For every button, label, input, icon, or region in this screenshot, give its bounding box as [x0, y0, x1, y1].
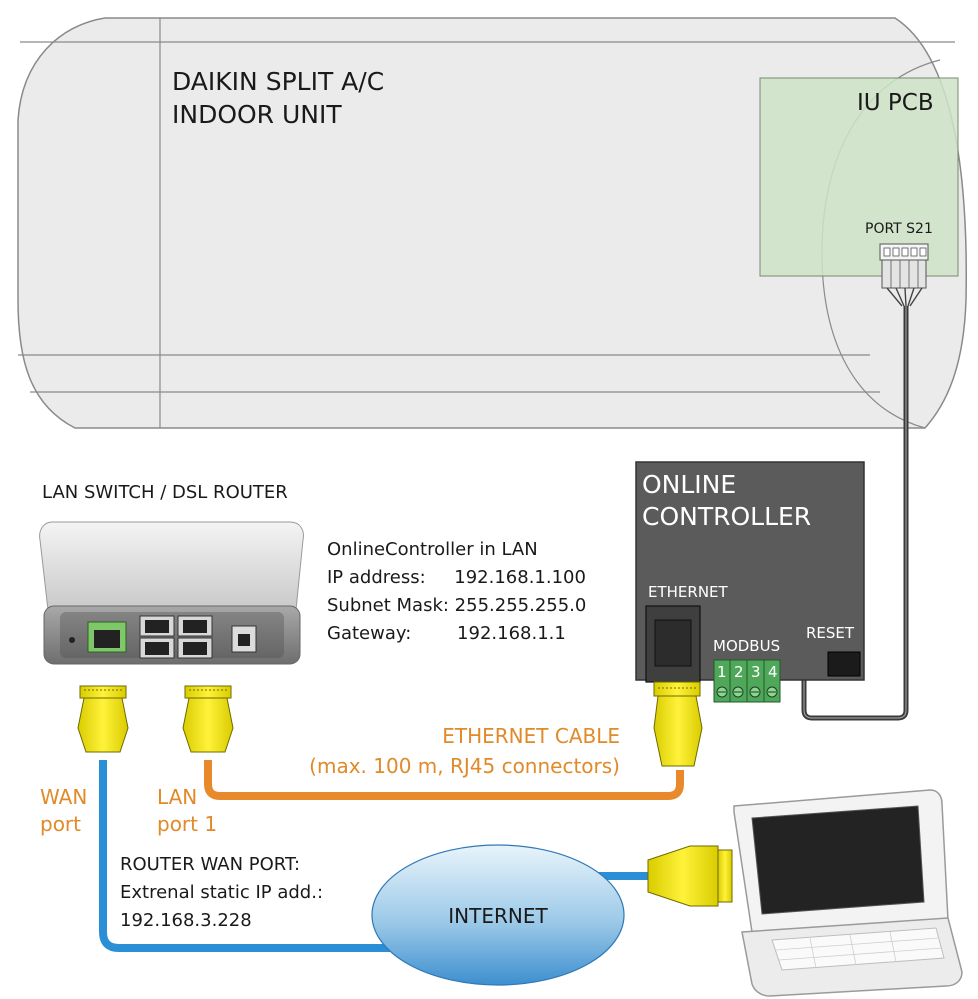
- rj45-connector-laptop: [647, 845, 733, 907]
- rj45-connector-controller: [653, 681, 703, 767]
- modbus-terminal-3: 3: [751, 663, 761, 681]
- lan-port-label-line2: port 1: [157, 812, 217, 836]
- router-device: [39, 521, 304, 665]
- ethernet-cable-label-line2: (max. 100 m, RJ45 connectors): [309, 754, 620, 778]
- controller-title-line2: CONTROLLER: [642, 502, 811, 531]
- modbus-terminal-4: 4: [768, 663, 778, 681]
- router-wan-line2: Extrenal static IP add.:: [120, 882, 323, 903]
- laptop-screen: [751, 805, 925, 915]
- pcb-board: [759, 77, 959, 277]
- config-heading: OnlineController in LAN: [327, 539, 538, 560]
- wan-port-label-line2: port: [40, 812, 81, 836]
- router-wan-line3: 192.168.3.228: [120, 910, 252, 931]
- modbus-terminal-block: 1 2 3 4: [713, 659, 781, 703]
- router-reset-hole: [69, 637, 75, 643]
- rj45-connector-wan: [77, 685, 129, 753]
- config-ip: IP address: 192.168.1.100: [327, 567, 586, 588]
- controller-lan-config: OnlineController in LAN IP address: 192.…: [327, 539, 586, 644]
- config-mask: Subnet Mask: 255.255.255.0: [327, 595, 586, 616]
- modbus-terminal-2: 2: [734, 663, 744, 681]
- wan-port-label-line1: WAN: [40, 785, 87, 809]
- internet-ellipse: [371, 844, 625, 986]
- controller-reset-label: RESET: [806, 624, 855, 642]
- port-s21-connector: [879, 243, 929, 307]
- controller-modbus-label: MODBUS: [713, 637, 780, 655]
- indoor-unit-title-line2: INDOOR UNIT: [172, 100, 342, 129]
- controller-ethernet-label: ETHERNET: [648, 583, 729, 601]
- ethernet-cable-label-line1: ETHERNET CABLE: [442, 724, 620, 748]
- ethernet-cable: [204, 760, 684, 800]
- rj45-connector-lan: [182, 685, 234, 753]
- lan-port-label-line1: LAN: [157, 785, 197, 809]
- router-wan-line1: ROUTER WAN PORT:: [120, 854, 300, 875]
- router-top: [39, 521, 304, 611]
- controller-reset-button: [827, 651, 861, 677]
- config-gateway: Gateway: 192.168.1.1: [327, 623, 566, 644]
- pcb-label: IU PCB: [857, 90, 934, 116]
- laptop-icon: [733, 789, 963, 997]
- indoor-unit: DAIKIN SPLIT A/C INDOOR UNIT: [17, 17, 967, 429]
- internet-label: INTERNET: [448, 904, 548, 928]
- router-lan-sockets: [139, 615, 213, 659]
- terminal-screw-icons: [716, 686, 778, 698]
- online-controller: ONLINE CONTROLLER ETHERNET MODBUS RESET …: [635, 461, 865, 703]
- router-label: LAN SWITCH / DSL ROUTER: [42, 482, 288, 503]
- port-s21-label: PORT S21: [865, 221, 933, 237]
- controller-title-line1: ONLINE: [642, 470, 736, 499]
- iu-pcb: IU PCB PORT S21: [759, 77, 959, 307]
- indoor-unit-title-line1: DAIKIN SPLIT A/C: [172, 67, 384, 96]
- internet-cloud: INTERNET: [371, 844, 625, 986]
- wan-cable: [99, 760, 400, 952]
- laptop-keyboard: [771, 927, 945, 971]
- modbus-terminal-1: 1: [717, 663, 727, 681]
- router-wan-info: ROUTER WAN PORT: Extrenal static IP add.…: [120, 854, 323, 931]
